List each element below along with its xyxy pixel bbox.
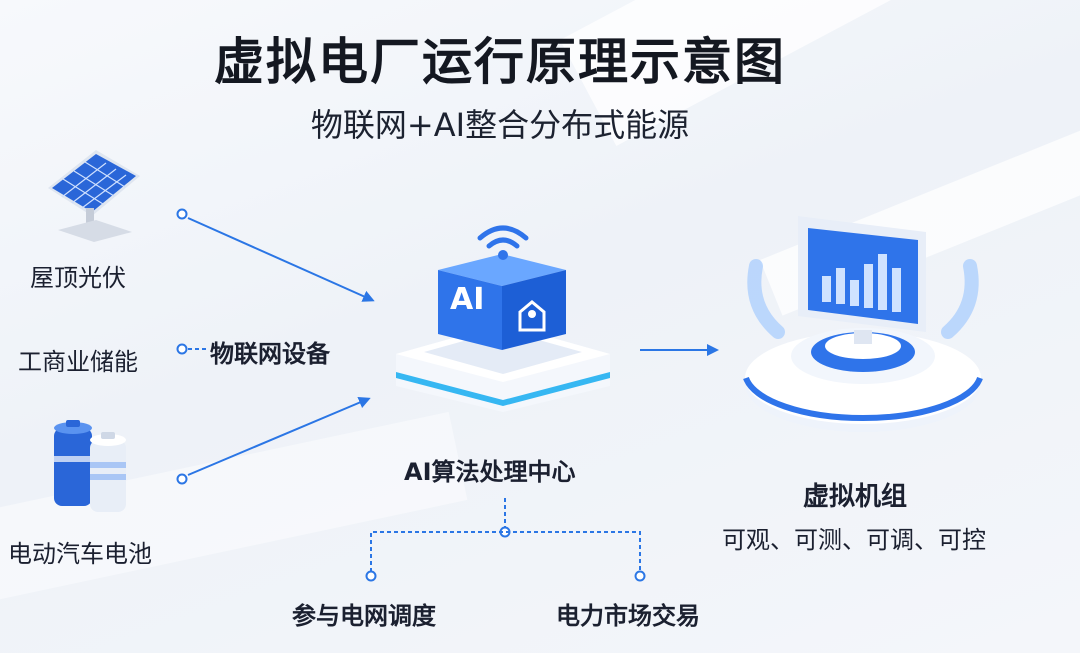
virtual-unit-label: 虚拟机组 (803, 482, 908, 512)
arrow-battery-to-ai (187, 396, 371, 476)
output-label-market-trading: 电力市场交易 (556, 602, 700, 630)
arrow-solar-to-ai (187, 217, 375, 302)
source-label-storage: 工商业储能 (18, 348, 138, 376)
source-label-ev-battery: 电动汽车电池 (8, 540, 152, 568)
output-label-grid-dispatch: 参与电网调度 (292, 602, 436, 630)
connector-dot (176, 208, 188, 220)
dashed-tree-branch (370, 531, 641, 572)
connector-dot (176, 343, 188, 355)
ai-cube (438, 254, 566, 350)
ai-cube-text: AI (450, 282, 485, 317)
source-label-solar: 屋顶光伏 (30, 264, 126, 292)
battery-icon (54, 420, 126, 512)
page-title: 虚拟电厂运行原理示意图 (214, 33, 786, 91)
iot-devices-label: 物联网设备 (210, 340, 330, 368)
connector-dot (365, 570, 377, 582)
monitor-bar-chart-icon (743, 216, 983, 432)
ai-platform-base (396, 324, 610, 412)
connector-dot (634, 570, 646, 582)
ai-center-label: AI算法处理中心 (404, 458, 576, 486)
page-subtitle: 物联网+AI整合分布式能源 (310, 106, 690, 144)
solar-panel-icon (48, 150, 140, 242)
wifi-icon (477, 225, 529, 260)
virtual-unit-description: 可观、可测、可调、可控 (722, 526, 986, 554)
connector-dot (176, 473, 188, 485)
